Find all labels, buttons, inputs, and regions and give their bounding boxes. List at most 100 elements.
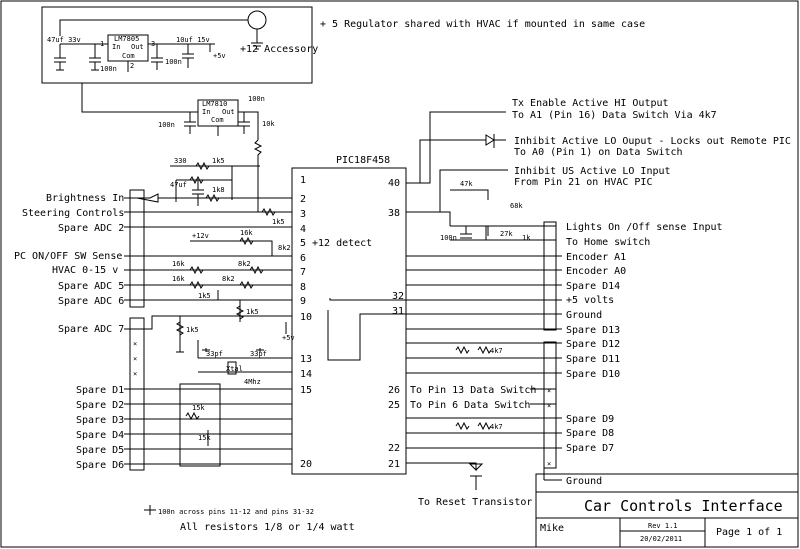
right-connector-bottom	[543, 341, 557, 469]
left-label: Spare D1	[76, 385, 124, 396]
left-label: Brightness In	[46, 193, 124, 204]
left-label: Spare D3	[76, 415, 124, 426]
pin-left: 5	[300, 238, 306, 249]
right-label: Spare D11	[566, 354, 620, 365]
c33pf-a-label: 33pf	[206, 350, 223, 358]
right-label: Spare D13	[566, 325, 620, 336]
right-label: Encoder A0	[566, 266, 626, 277]
right-connector-top	[543, 221, 557, 331]
pin-left: 8	[300, 282, 306, 293]
right-label: Encoder A1	[566, 252, 626, 263]
pin-right: 25	[388, 400, 400, 411]
title: Car Controls Interface	[584, 497, 783, 515]
reset-label: To Reset Transistor	[418, 497, 532, 508]
r16k-c-label: 16k	[172, 275, 185, 283]
left-label: Spare ADC 7	[58, 324, 124, 335]
c5-label: 100n	[158, 121, 175, 129]
inhibit-lo-line-2: To A0 (Pin 1) on Data Switch	[514, 147, 683, 158]
right-label: Spare D7	[566, 443, 614, 454]
right-label: Ground	[566, 310, 602, 321]
r8k2-c-label: 8k2	[222, 275, 235, 283]
left-pins: 1 2 3 4 5 6 7 8 9 10 13 14 15 20	[300, 175, 312, 470]
r1k5-b-label: 1k5	[272, 218, 285, 226]
pin-left: 1	[300, 175, 306, 186]
c6-label: 100n	[248, 95, 265, 103]
svg-text:×: ×	[133, 370, 137, 378]
left-label: Spare D4	[76, 430, 124, 441]
r16k-a-label: 16k	[240, 229, 253, 237]
left-connector-lower	[129, 317, 145, 471]
r10k-label: 10k	[262, 120, 275, 128]
lm7810-com: Com	[211, 116, 224, 124]
c7-label: 100n	[440, 234, 457, 242]
svg-text:×: ×	[547, 387, 551, 395]
pin-left: 4	[300, 224, 306, 235]
r8k2-b-label: 8k2	[238, 260, 251, 268]
lm7805-out: Out	[131, 43, 144, 51]
regulator-box	[41, 6, 313, 84]
r68k-b-label: 68k	[510, 202, 523, 210]
r4k7-b-label: 4k7	[490, 423, 503, 431]
left-label: PC ON/OFF SW Sense	[14, 251, 122, 262]
pin-left: 20	[300, 459, 312, 470]
pin-left: 3	[300, 209, 306, 220]
left-label: Spare D2	[76, 400, 124, 411]
pin-left: 14	[300, 369, 312, 380]
r16k-b-label: 16k	[172, 260, 185, 268]
r330-label: 330	[174, 157, 187, 165]
lm7810-in: In	[202, 108, 210, 116]
pin-left: 15	[300, 385, 312, 396]
left-label: Spare D6	[76, 460, 124, 471]
right-label: Spare D8	[566, 428, 614, 439]
r1k5-e-label: 1k5	[186, 326, 199, 334]
r8k2-a-label: 8k2	[278, 244, 291, 252]
svg-text:×: ×	[133, 355, 137, 363]
pin-right: 21	[388, 459, 400, 470]
left-label: Spare D5	[76, 445, 124, 456]
right-label: To Home switch	[566, 237, 650, 248]
r1k5-c-label: 1k5	[198, 292, 211, 300]
accessory-label: +12 Accessory	[240, 44, 318, 55]
pin-left: 9	[300, 296, 306, 307]
right-label: Spare D14	[566, 281, 620, 292]
c1-label: 47uf 33v	[47, 36, 81, 44]
pin-right: 26	[388, 385, 400, 396]
inhibit-us-line-1: Inhibit US Active LO Input	[514, 166, 671, 177]
tx-line-2: To A1 (Pin 16) Data Switch Via 4k7	[512, 110, 717, 121]
r15k-a-label: 15k	[192, 404, 205, 412]
pin-left: 7	[300, 267, 306, 278]
c3-label: 10uf 15v	[176, 36, 210, 44]
c33pf-b-label: 33pf	[250, 350, 267, 358]
inhibit-us-line-2: From Pin 21 on HVAC PIC	[514, 177, 652, 188]
right-label: Lights On /Off sense Input	[566, 222, 723, 233]
right-pins: 40 38 32 31 26 25 22 21	[388, 178, 404, 470]
right-label: +5 volts	[566, 295, 614, 306]
xtal-freq-label: 4Mhz	[244, 378, 261, 386]
left-label: Spare ADC 6	[58, 296, 124, 307]
pin10-5v-label: +5v	[282, 334, 295, 342]
resistor-note: All resistors 1/8 or 1/4 watt	[180, 522, 355, 533]
author: Mike	[540, 523, 564, 534]
reg-5v-label: +5v	[213, 52, 226, 60]
pin-left: 2	[300, 194, 306, 205]
pin-right: 32	[392, 291, 404, 302]
left-labels: Brightness In Steering Controls Spare AD…	[14, 193, 124, 471]
ds13-label: To Pin 13 Data Switch	[410, 385, 536, 396]
pic-chip	[291, 167, 407, 475]
accessory-symbol	[247, 10, 267, 30]
right-labels: Lights On /Off sense Input To Home switc…	[566, 222, 723, 487]
pin-right: 22	[388, 443, 400, 454]
lm7810-out: Out	[222, 108, 235, 116]
revision: Rev 1.1	[648, 522, 678, 530]
pin-right: 40	[388, 178, 400, 189]
lm7810-label: LM7810	[202, 100, 227, 108]
lm7805-label: LM7805	[114, 35, 139, 43]
right-label: Spare D9	[566, 414, 614, 425]
ds6-label: To Pin 6 Data Switch	[410, 400, 530, 411]
pin-right: 31	[392, 306, 404, 317]
lm7805-com: Com	[122, 52, 135, 60]
left-connector	[129, 189, 145, 308]
svg-text:×: ×	[547, 460, 551, 468]
left-label: Steering Controls	[22, 208, 124, 219]
